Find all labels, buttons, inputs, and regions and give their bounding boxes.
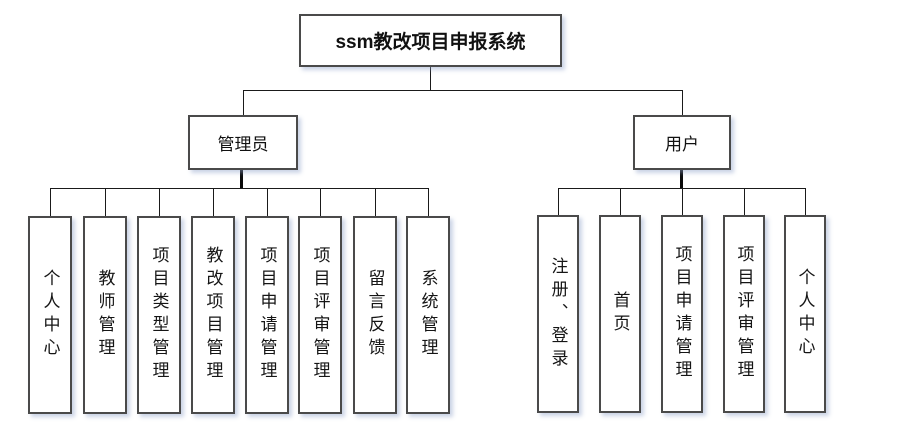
node-admin-project-review-management: 项目评审管理 bbox=[298, 216, 342, 414]
node-user-project-application-management: 项目申请管理 bbox=[661, 215, 703, 413]
node-admin: 管理员 bbox=[188, 115, 298, 170]
connector-drop-admin bbox=[243, 90, 244, 115]
leaf-label: 项目评审管理 bbox=[734, 245, 754, 383]
leaf-label: 教改项目管理 bbox=[203, 246, 223, 384]
connector-admin-horizontal bbox=[50, 188, 429, 189]
node-user-home: 首页 bbox=[599, 215, 641, 413]
node-admin-reform-project-management: 教改项目管理 bbox=[191, 216, 235, 414]
leaf-label: 个人中心 bbox=[795, 268, 815, 360]
connector-user-stem bbox=[680, 168, 683, 188]
node-root-system-title: ssm教改项目申报系统 bbox=[299, 14, 562, 67]
leaf-label: 教师管理 bbox=[95, 269, 115, 361]
connector-user-drop-3 bbox=[682, 188, 683, 215]
leaf-label: 项目评审管理 bbox=[310, 246, 330, 384]
leaf-label: 项目申请管理 bbox=[672, 245, 692, 383]
connector-user-drop-2 bbox=[620, 188, 621, 215]
node-user: 用户 bbox=[633, 115, 731, 170]
leaf-label: 留言反馈 bbox=[365, 269, 385, 361]
node-user-project-review-management: 项目评审管理 bbox=[723, 215, 765, 413]
node-admin-system-management: 系统管理 bbox=[406, 216, 450, 414]
connector-user-drop-5 bbox=[805, 188, 806, 215]
leaf-label: 个人中心 bbox=[40, 269, 60, 361]
connector-admin-drop-4 bbox=[213, 188, 214, 216]
connector-admin-drop-8 bbox=[428, 188, 429, 216]
leaf-label: 项目申请管理 bbox=[257, 246, 277, 384]
connector-drop-user bbox=[682, 90, 683, 115]
connector-admin-drop-5 bbox=[267, 188, 268, 216]
leaf-label: 注册、登录 bbox=[548, 256, 568, 372]
connector-admin-stem bbox=[240, 170, 243, 188]
node-admin-personal-center: 个人中心 bbox=[28, 216, 72, 414]
leaf-label: 项目类型管理 bbox=[149, 246, 169, 384]
node-user-personal-center: 个人中心 bbox=[784, 215, 826, 413]
connector-admin-drop-2 bbox=[105, 188, 106, 216]
node-admin-message-feedback: 留言反馈 bbox=[353, 216, 397, 414]
node-admin-project-type-management: 项目类型管理 bbox=[137, 216, 181, 414]
node-admin-project-application-management: 项目申请管理 bbox=[245, 216, 289, 414]
connector-admin-drop-1 bbox=[50, 188, 51, 216]
connector-user-drop-1 bbox=[558, 188, 559, 215]
connector-admin-drop-6 bbox=[320, 188, 321, 216]
node-admin-teacher-management: 教师管理 bbox=[83, 216, 127, 414]
connector-admin-drop-3 bbox=[159, 188, 160, 216]
leaf-label: 系统管理 bbox=[418, 269, 438, 361]
connector-user-drop-4 bbox=[744, 188, 745, 215]
node-root-label: ssm教改项目申报系统 bbox=[335, 32, 526, 53]
connector-top-horizontal bbox=[243, 90, 683, 91]
leaf-label: 首页 bbox=[610, 291, 630, 337]
connector-admin-drop-7 bbox=[375, 188, 376, 216]
node-admin-label: 管理员 bbox=[217, 135, 269, 154]
node-user-register-login: 注册、登录 bbox=[537, 215, 579, 413]
connector-root-stem bbox=[430, 67, 431, 90]
node-user-label: 用户 bbox=[665, 135, 699, 154]
